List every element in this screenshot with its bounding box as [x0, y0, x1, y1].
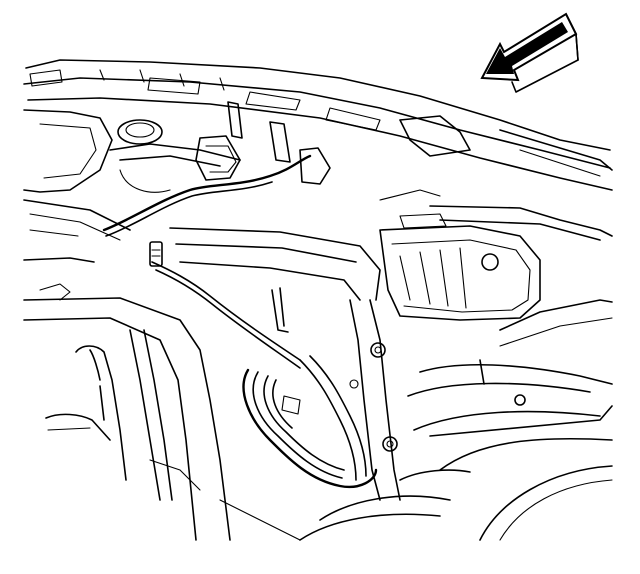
wiring-harness — [102, 154, 378, 489]
wheel-well — [407, 299, 613, 541]
cowl-panel — [23, 59, 613, 191]
lower-frame-rail — [45, 329, 201, 501]
strut-tower — [109, 119, 241, 193]
harness-connector — [149, 241, 301, 415]
inner-fender-apron — [169, 227, 401, 501]
direction-arrow-icon — [480, 12, 579, 93]
left-fender — [23, 109, 231, 541]
radiator-support — [379, 189, 613, 321]
mounting-bracket — [195, 101, 331, 185]
lower-engine-area — [219, 469, 471, 541]
